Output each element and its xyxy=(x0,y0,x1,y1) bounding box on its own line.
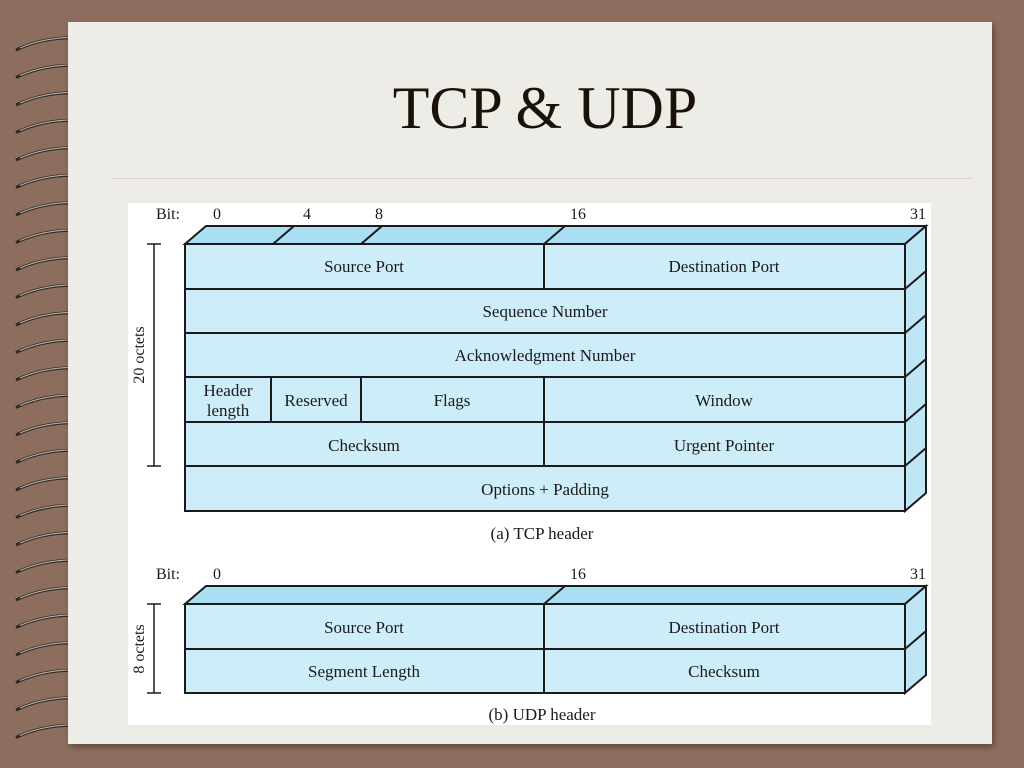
tcp-field-flags: Flags xyxy=(434,391,471,410)
udp-header-diagram: Bit: 0 16 31 Source Port Destination Por… xyxy=(131,566,929,724)
tcp-bit-8: 8 xyxy=(375,206,383,223)
udp-bit-31: 31 xyxy=(910,566,926,583)
udp-field-destination-port: Destination Port xyxy=(669,618,780,637)
tcp-field-destination-port: Destination Port xyxy=(669,257,780,276)
tcp-field-header-length-line2: length xyxy=(207,401,250,420)
tcp-field-reserved: Reserved xyxy=(284,391,348,410)
tcp-size-bracket: 20 octets xyxy=(131,243,161,467)
udp-field-source-port: Source Port xyxy=(324,618,404,637)
title-divider xyxy=(112,178,972,179)
tcp-field-header-length-line1: Header xyxy=(203,381,252,400)
tcp-field-window: Window xyxy=(695,391,754,410)
tcp-field-acknowledgment-number: Acknowledgment Number xyxy=(455,346,636,365)
udp-field-segment-length: Segment Length xyxy=(308,662,420,681)
tcp-bit-4: 4 xyxy=(303,206,311,223)
tcp-header-diagram: Bit: 0 4 8 16 31 Source Port Destinatio xyxy=(131,206,929,543)
udp-caption: (b) UDP header xyxy=(489,705,596,724)
tcp-field-checksum: Checksum xyxy=(328,436,400,455)
tcp-size-label: 20 octets xyxy=(131,326,148,383)
udp-bit-label: Bit: xyxy=(156,566,180,583)
udp-bit-16: 16 xyxy=(570,566,586,583)
udp-bit-0: 0 xyxy=(213,566,221,583)
tcp-field-options-padding: Options + Padding xyxy=(481,480,609,499)
tcp-bit-31: 31 xyxy=(910,206,926,223)
tcp-caption: (a) TCP header xyxy=(491,524,594,543)
tcp-bit-16: 16 xyxy=(570,206,586,223)
tcp-field-sequence-number: Sequence Number xyxy=(482,302,607,321)
tcp-bit-0: 0 xyxy=(213,206,221,223)
udp-field-checksum: Checksum xyxy=(688,662,760,681)
tcp-field-urgent-pointer: Urgent Pointer xyxy=(674,436,775,455)
udp-size-label: 8 octets xyxy=(131,624,148,673)
tcp-field-source-port: Source Port xyxy=(324,257,404,276)
tcp-bit-label: Bit: xyxy=(156,206,180,223)
header-diagram: Bit: 0 4 8 16 31 Source Port Destinatio xyxy=(128,203,931,725)
udp-size-bracket: 8 octets xyxy=(131,603,161,694)
page-title: TCP & UDP xyxy=(392,75,698,141)
